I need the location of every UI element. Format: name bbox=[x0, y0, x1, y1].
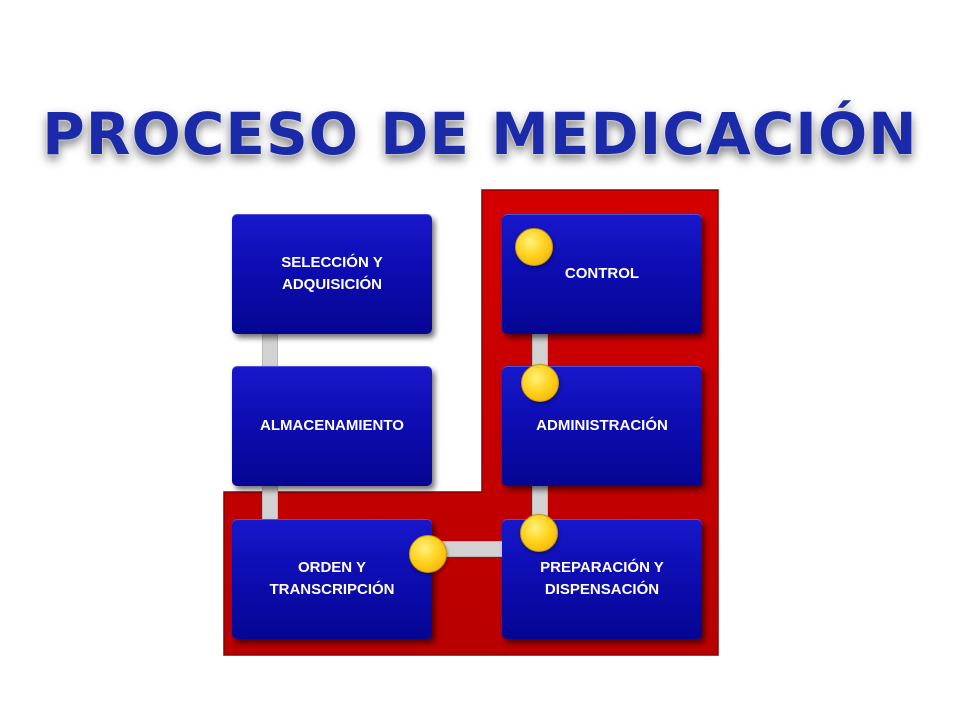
page-title: PROCESO DE MEDICACIÓN bbox=[41, 99, 918, 170]
step-orden-transcripcion: ORDEN Y TRANSCRIPCIÓN bbox=[232, 519, 432, 639]
step-label: SELECCIÓN Y ADQUISICIÓN bbox=[281, 254, 383, 293]
step-preparacion-dispensacion: PREPARACIÓN Y DISPENSACIÓN bbox=[502, 519, 702, 639]
connector-seleccion-almacenamiento bbox=[262, 330, 278, 375]
step-label: CONTROL bbox=[564, 265, 640, 283]
connector-almacenamiento-orden bbox=[262, 484, 278, 526]
step-label: ALMACENAMIENTO bbox=[260, 417, 404, 435]
step-almacenamiento: ALMACENAMIENTO bbox=[232, 366, 432, 486]
step-label: PREPARACIÓN Y DISPENSACIÓN bbox=[540, 559, 664, 598]
yellow-node-administracion bbox=[521, 364, 559, 402]
step-seleccion-adquisicion: SELECCIÓN Y ADQUISICIÓN bbox=[232, 214, 432, 334]
yellow-node-control bbox=[515, 228, 553, 266]
step-label: ADMINISTRACIÓN bbox=[536, 417, 668, 435]
connector-administracion-control bbox=[532, 330, 548, 375]
yellow-node-orden bbox=[409, 535, 447, 573]
yellow-node-preparacion bbox=[520, 514, 558, 552]
step-label: ORDEN Y TRANSCRIPCIÓN bbox=[269, 559, 395, 598]
connector-orden-preparacion bbox=[432, 541, 504, 557]
